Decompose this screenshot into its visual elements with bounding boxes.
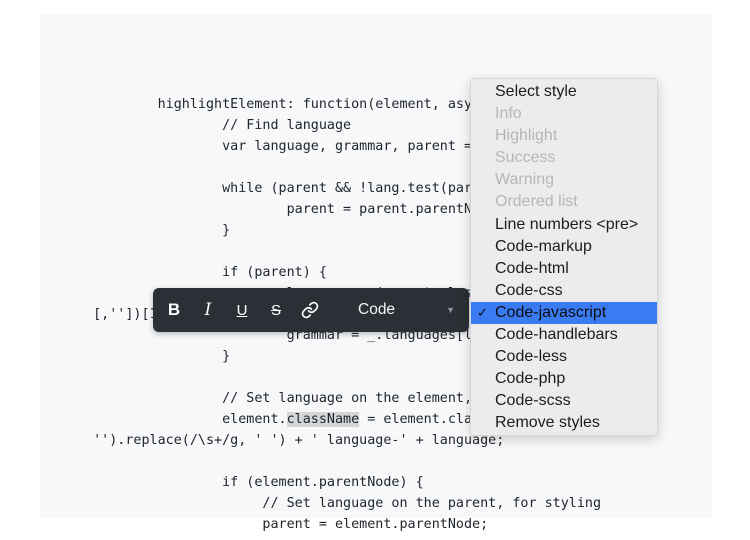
chevron-down-icon[interactable]: ▼ [446, 305, 455, 315]
menu-item-code-javascript[interactable]: ✓ Code-javascript [471, 301, 657, 325]
code-text: '').replace(/\s+/g, ' ') + ' language-' … [77, 433, 505, 448]
code-line [77, 451, 641, 472]
code-text: parent = parent.parentNode; [77, 202, 505, 217]
menu-item-select-style[interactable]: Select style [471, 81, 657, 103]
editor-surface[interactable]: highlightElement: function(element, asyn… [40, 15, 712, 532]
menu-item-warning[interactable]: Warning [471, 169, 657, 191]
code-text: // Set language on the parent, for styli… [77, 496, 602, 511]
code-line: parent = parent.parentNode; [77, 199, 641, 220]
menu-item-code-handlebars[interactable]: Code-handlebars [471, 324, 657, 346]
link-icon [301, 301, 319, 319]
menu-item-code-markup[interactable]: Code-markup [471, 236, 657, 258]
code-text: // Find language [77, 118, 352, 133]
menu-item-code-html[interactable]: Code-html [471, 258, 657, 280]
menu-item-remove-styles[interactable]: Remove styles [471, 412, 657, 434]
menu-item-label: Line numbers <pre> [495, 215, 639, 233]
menu-item-code-php[interactable]: Code-php [471, 368, 657, 390]
formatting-toolbar: B I U S Code ▼ [153, 288, 469, 332]
code-line [77, 535, 641, 540]
menu-item-label: Info [495, 105, 522, 123]
menu-item-highlight[interactable]: Highlight [471, 125, 657, 147]
menu-item-label: Code-scss [495, 392, 571, 410]
strikethrough-button[interactable]: S [270, 301, 281, 319]
link-button[interactable] [293, 288, 327, 332]
menu-item-label: Code-css [495, 281, 563, 299]
menu-item-ordered-list[interactable]: Ordered list [471, 191, 657, 213]
code-style-dropdown-label: Code [358, 301, 396, 318]
code-text: if (parent) { [77, 265, 327, 280]
code-line: parent = element.parentNode; [77, 514, 641, 535]
menu-item-label: Code-html [495, 259, 569, 277]
menu-item-label: Code-php [495, 370, 566, 388]
code-text: element. [77, 412, 287, 427]
code-text: } [77, 223, 231, 238]
menu-item-label: Success [495, 149, 556, 167]
italic-button[interactable]: I [204, 300, 212, 320]
menu-item-code-css[interactable]: Code-css [471, 280, 657, 302]
menu-item-label: Remove styles [495, 414, 600, 432]
code-line: '').replace(/\s+/g, ' ') + ' language-' … [77, 430, 641, 451]
menu-item-code-scss[interactable]: Code-scss [471, 390, 657, 412]
menu-item-label: Code-javascript [495, 303, 607, 321]
menu-item-label: Code-less [495, 348, 568, 366]
code-text: if (element.parentNode) { [77, 475, 424, 490]
underline-button[interactable]: U [236, 301, 248, 319]
menu-item-label: Select style [495, 83, 577, 100]
menu-item-line-numbers-pre[interactable]: Line numbers <pre> [471, 214, 657, 236]
code-line: // Set language on the parent, for styli… [77, 493, 641, 514]
menu-item-label: Code-markup [495, 237, 592, 255]
code-line: if (parent) { [77, 262, 641, 283]
code-line: if (element.parentNode) { [77, 472, 641, 493]
bold-button[interactable]: B [167, 300, 181, 319]
menu-item-label: Code-handlebars [495, 326, 618, 344]
text-selection: className [286, 412, 360, 427]
menu-item-label: Highlight [495, 127, 558, 145]
code-style-dropdown[interactable]: Code [358, 288, 395, 332]
menu-item-success[interactable]: Success [471, 147, 657, 169]
menu-item-label: Warning [495, 171, 554, 189]
code-text: } [77, 349, 231, 364]
code-text: parent = element.parentNode; [77, 517, 489, 532]
menu-item-label: Ordered list [495, 193, 578, 211]
menu-item-code-less[interactable]: Code-less [471, 346, 657, 368]
code-line: } [77, 346, 641, 367]
code-line: } [77, 220, 641, 241]
checkmark-icon: ✓ [477, 304, 488, 320]
menu-item-info[interactable]: Info [471, 103, 657, 125]
code-line: // Find language [77, 115, 641, 136]
